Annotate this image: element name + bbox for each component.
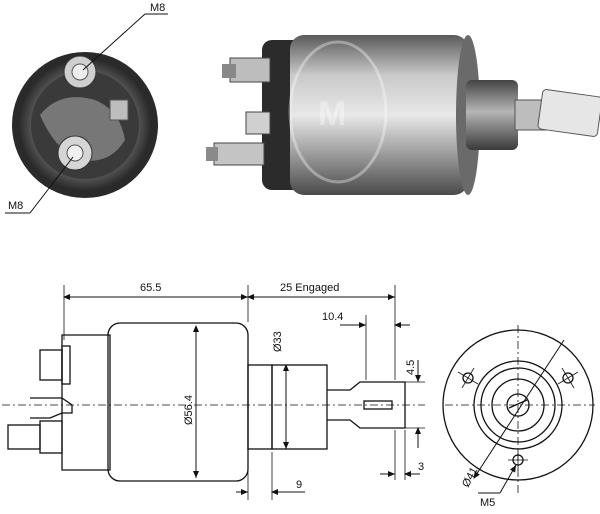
bottom-terminal-stud: [7, 424, 41, 450]
leader-line: [82, 13, 146, 71]
thread-leader: [499, 464, 517, 494]
top-terminal-bolt: [63, 55, 97, 89]
bottom-terminal-nut: [39, 420, 63, 454]
boss-ring-mid: [480, 367, 556, 443]
bolt-circle-dim-line: [473, 339, 565, 479]
boss-outline: [271, 364, 328, 450]
hole-crosshairs: [457, 367, 579, 470]
dim-engaged: 25 Engaged: [280, 282, 339, 294]
dimension-lines: [63, 294, 421, 495]
top-terminal-nut: [61, 345, 71, 385]
cap-outline: [61, 334, 111, 471]
end-view-drawing: [442, 329, 594, 481]
spade-terminal: [30, 397, 73, 419]
plunger-end: [506, 393, 530, 417]
boss-flange: [247, 364, 273, 450]
dim-boss-diameter: Ø33: [272, 331, 284, 352]
boss-ring-outer: [473, 360, 563, 450]
bottom-bolt-label: M8: [8, 200, 23, 212]
dim-bolt-circle: Ø41: [460, 465, 480, 489]
top-terminal-outline: [39, 349, 63, 381]
bottom-terminal-bolt: [57, 135, 93, 171]
dim-slot-width: 4.5: [405, 360, 417, 375]
dim-plunger-length: 10.4: [322, 311, 343, 323]
dim-boss-length: 9: [296, 479, 302, 491]
dim-body-diameter: Ø56.4: [183, 395, 195, 425]
dim-end-gap: 3: [418, 461, 424, 473]
top-bolt-label: M8: [150, 2, 165, 14]
side-view-drawing: [7, 322, 406, 482]
mount-hole-right: [562, 372, 574, 384]
svg-text:M: M: [318, 95, 346, 133]
thread-label: M5: [480, 497, 495, 509]
dim-body-length: 65.5: [140, 282, 161, 294]
flange-outline: [442, 329, 594, 481]
extension-lines: [63, 285, 425, 500]
end-view-photo: [12, 52, 158, 198]
leader-line: [29, 156, 74, 214]
side-view-photo: M: [206, 35, 600, 195]
boss-ring-inner: [491, 378, 545, 432]
body-outline: [107, 322, 249, 482]
mount-hole-left: [462, 372, 474, 384]
